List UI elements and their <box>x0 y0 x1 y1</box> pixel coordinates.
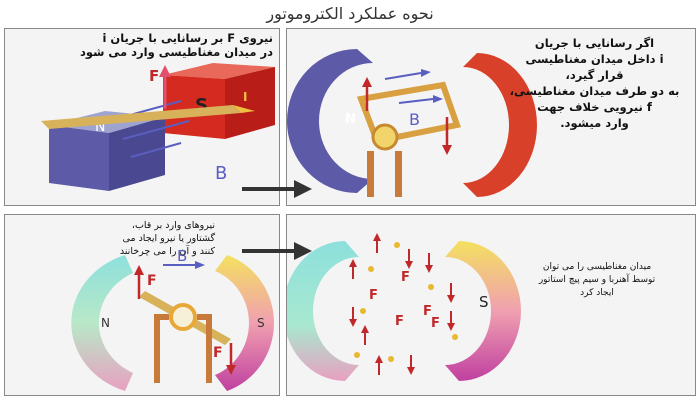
magnet-conductor-illustration: S N I F B <box>41 63 275 191</box>
conductor-dot <box>452 334 458 340</box>
connector-arrow-top <box>242 180 312 198</box>
panel-motor-loop: اگر رسانایی با جریان i داخل میدان مغناطی… <box>286 28 696 206</box>
n-pole-arc <box>71 255 133 391</box>
force-arrow-head <box>442 145 452 155</box>
s-magnet-side <box>225 67 275 139</box>
motor-loop-illustration: N B <box>287 49 537 197</box>
panel3-caption: نیروهای وارد بر قاب، گشتاور یا نیرو ایجا… <box>119 220 215 257</box>
n-magnet-side <box>109 117 165 191</box>
current-label: I <box>243 90 247 104</box>
field-label: B <box>215 163 227 184</box>
field-label: B <box>177 247 187 265</box>
brush-right <box>197 314 212 383</box>
arrow-head <box>349 259 357 267</box>
field-arrow-head <box>433 95 443 103</box>
panel1-caption: نیروی F بر رسانایی با جریان i در میدان م… <box>79 31 273 59</box>
field-arrow-head <box>195 261 205 269</box>
brush-left <box>367 151 374 197</box>
force-label: F <box>149 67 159 85</box>
conductor-dot <box>428 284 434 290</box>
conductor-rod <box>41 105 241 129</box>
field-line <box>384 72 422 80</box>
force-label: F <box>395 314 404 329</box>
conductor-dot <box>360 308 366 314</box>
force-label: F <box>431 316 440 331</box>
n-pole-label: N <box>95 119 105 135</box>
current-arrow-head <box>233 105 255 113</box>
force-label-bottom: F <box>213 345 223 361</box>
panel-torque: نیروهای وارد بر قاب، گشتاور یا نیرو ایجا… <box>4 214 280 396</box>
force-label-top: F <box>147 273 157 289</box>
arrow-head <box>373 233 381 241</box>
panel2-caption: اگر رسانایی با جریان i داخل میدان مغناطی… <box>509 36 680 130</box>
brush-right <box>395 151 402 197</box>
connector-arrow-head <box>294 180 312 198</box>
force-label: F <box>369 288 378 303</box>
force-arrow-head <box>226 365 236 375</box>
panel4-caption: میدان مغناطیسی را می توان توسط آهنربا و … <box>538 262 656 298</box>
field-line <box>122 120 190 140</box>
force-label: F <box>423 304 432 319</box>
force-arrow-head <box>362 77 372 87</box>
conductor-dots <box>354 242 458 362</box>
force-label: F <box>401 270 410 285</box>
n-pole-arc <box>287 49 373 193</box>
arrow-head <box>407 367 415 375</box>
arrow-head <box>447 323 455 331</box>
conductor-dot <box>354 352 360 358</box>
arrow-head <box>375 355 383 363</box>
s-pole-arc <box>215 255 274 391</box>
s-pole-label: S <box>479 293 489 311</box>
panel-stator-field: میدان مغناطیسی را می توان توسط آهنربا و … <box>286 214 696 396</box>
n-pole-label: N <box>345 112 356 127</box>
commutator <box>169 303 197 331</box>
arrow-head <box>361 325 369 333</box>
arrow-head <box>349 319 357 327</box>
stator-s-arc <box>445 241 521 381</box>
commutator <box>371 123 399 151</box>
page-title: نحوه عملکرد الکتروموتور <box>266 4 434 23</box>
field-arrow-head <box>421 69 431 77</box>
force-arrow-head <box>134 265 144 275</box>
panel-force-on-conductor: نیروی F بر رسانایی با جریان i در میدان م… <box>4 28 280 206</box>
torque-illustration: N S B F F <box>71 247 274 391</box>
arrow-head <box>447 295 455 303</box>
s-pole-arc <box>463 53 537 197</box>
s-pole-label: S <box>257 316 265 330</box>
conductor-dot <box>388 356 394 362</box>
field-line <box>130 142 182 158</box>
arrow-head <box>405 261 413 269</box>
brush-left <box>154 314 169 383</box>
conductor-dot <box>394 242 400 248</box>
field-line <box>398 98 434 104</box>
n-pole-label: N <box>101 316 110 330</box>
force-arrow-head <box>159 65 171 77</box>
conductor-dot <box>368 266 374 272</box>
current-loop <box>356 81 461 145</box>
connector-arrow-head <box>294 242 312 260</box>
n-magnet-front <box>49 125 109 191</box>
stator-field-illustration: S F F F F F <box>287 233 521 381</box>
connector-arrow-bottom <box>242 242 312 260</box>
arrow-head <box>425 265 433 273</box>
field-label: B <box>409 110 420 129</box>
force-arrows-group <box>349 233 455 375</box>
s-magnet-top <box>163 63 275 79</box>
stator-n-arc <box>287 241 359 381</box>
